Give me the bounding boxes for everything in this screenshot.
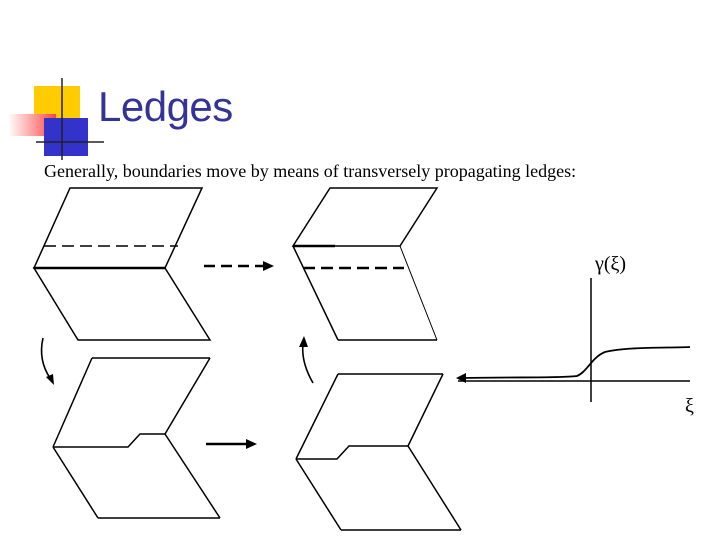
boundary-panel-initial — [32, 187, 212, 341]
slide-subtitle: Generally, boundaries move by means of t… — [44, 161, 577, 181]
graph-x-label: ξ — [685, 395, 694, 417]
slide-title: Ledges — [98, 83, 233, 130]
dashed-arrow-right-icon — [204, 261, 274, 271]
boundary-panel-ledge-propagated — [295, 373, 462, 531]
curved-arrow-up-icon — [299, 336, 314, 384]
gamma-curve — [460, 346, 691, 379]
boundary-panel-final — [291, 187, 439, 341]
solid-arrow-right-icon — [206, 439, 257, 449]
curved-arrow-down-icon — [40, 337, 54, 385]
boundary-panel-ledge-start — [52, 357, 221, 519]
gamma-graph: γ(ξ) ξ — [456, 253, 694, 417]
overlapping-squares-logo — [8, 78, 104, 160]
graph-y-label: γ(ξ) — [594, 253, 626, 275]
